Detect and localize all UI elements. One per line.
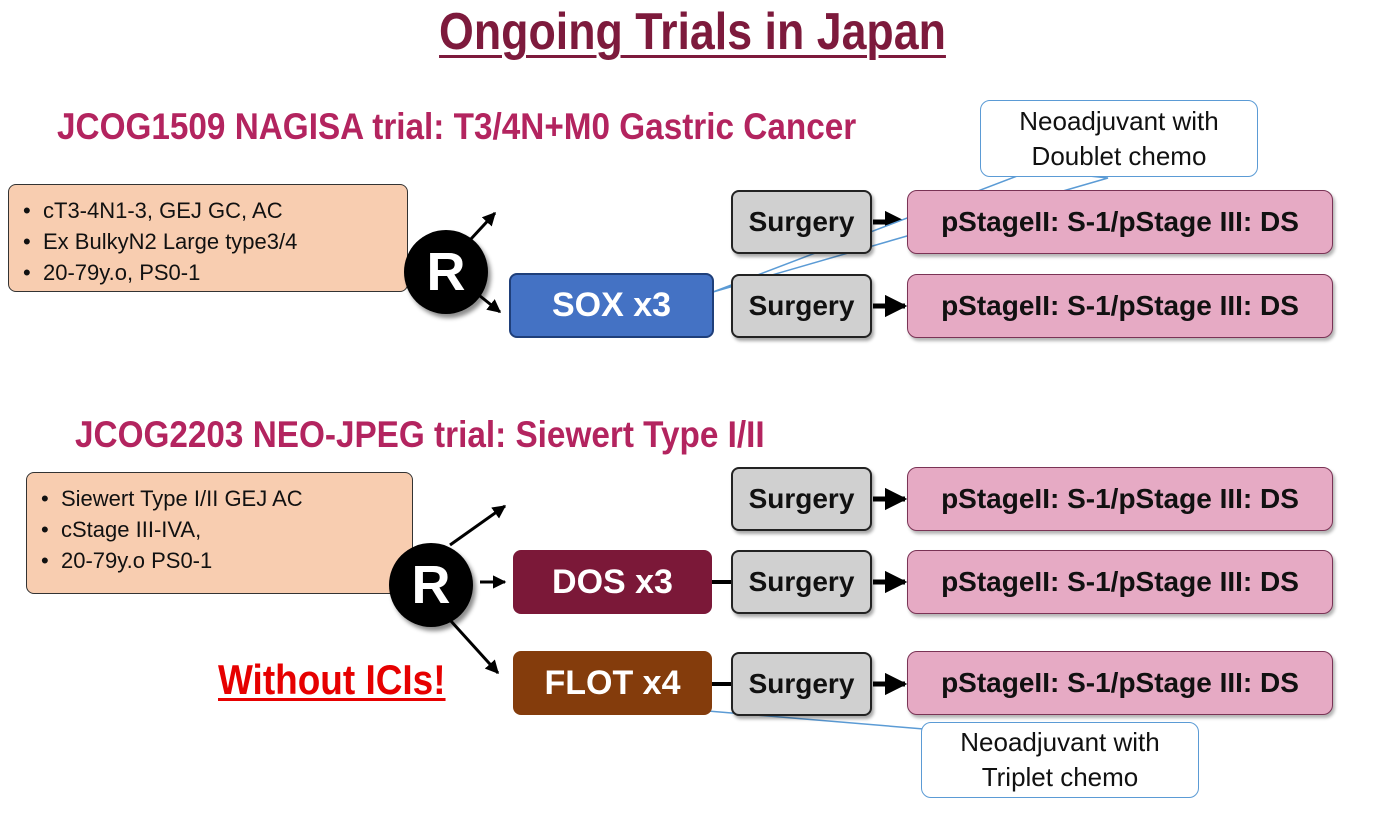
trial2-arm3-adjuvant: pStageII: S-1/pStage III: DS	[907, 651, 1333, 715]
t2-arrow-up	[449, 504, 507, 547]
trial1-criteria-list: cT3-4N1-3, GEJ GC, AC Ex BulkyN2 Large t…	[23, 195, 407, 288]
trial2-criteria-box: Siewert Type I/II GEJ AC cStage III-IVA,…	[26, 472, 413, 594]
criteria-item: cT3-4N1-3, GEJ GC, AC	[23, 195, 407, 226]
page-title: Ongoing Trials in Japan	[439, 3, 946, 61]
trial2-callout: Neoadjuvant with Triplet chemo	[921, 722, 1199, 798]
t1-arrow-up	[468, 211, 497, 242]
callout-line: Neoadjuvant with	[1019, 105, 1219, 136]
trial2-arm1-surgery: Surgery	[731, 467, 872, 531]
callout-line: Neoadjuvant with	[960, 727, 1160, 757]
callout-line: Doublet chemo	[1031, 140, 1207, 171]
trial2-arm2-adjuvant: pStageII: S-1/pStage III: DS	[907, 550, 1333, 614]
criteria-item: 20-79y.o, PS0-1	[23, 257, 407, 288]
trial1-title: JCOG1509 NAGISA trial: T3/4N+M0 Gastric …	[57, 106, 857, 147]
trial2-dos-box: DOS x3	[513, 550, 712, 614]
trial1-arm1-adjuvant: pStageII: S-1/pStage III: DS	[907, 190, 1333, 254]
trial2-criteria-list: Siewert Type I/II GEJ AC cStage III-IVA,…	[41, 483, 412, 576]
trial2-flot-box: FLOT x4	[513, 651, 712, 715]
trial1-arm2-adjuvant: pStageII: S-1/pStage III: DS	[907, 274, 1333, 338]
without-icis-note: Without ICIs!	[218, 656, 446, 703]
criteria-item: Siewert Type I/II GEJ AC	[41, 483, 412, 514]
trial1-arm1-surgery: Surgery	[731, 190, 872, 254]
trial1-arm2-surgery: Surgery	[731, 274, 872, 338]
t2-arrow-down	[448, 618, 500, 675]
trial2-arm1-adjuvant: pStageII: S-1/pStage III: DS	[907, 467, 1333, 531]
trial1-sox-box: SOX x3	[509, 273, 714, 338]
trial2-title: JCOG2203 NEO-JPEG trial: Siewert Type I/…	[75, 414, 765, 455]
trial1-callout: Neoadjuvant with Doublet chemo	[980, 100, 1258, 177]
callout-line: Triplet chemo	[981, 762, 1139, 792]
trial1-criteria-box: cT3-4N1-3, GEJ GC, AC Ex BulkyN2 Large t…	[8, 184, 408, 292]
trial2-randomization-circle: R	[389, 543, 473, 627]
criteria-item: cStage III-IVA,	[41, 514, 412, 545]
criteria-item: Ex BulkyN2 Large type3/4	[23, 226, 407, 257]
trial1-randomization-circle: R	[404, 230, 488, 314]
trial2-arm2-surgery: Surgery	[731, 550, 872, 614]
criteria-item: 20-79y.o PS0-1	[41, 545, 412, 576]
trial2-arm3-surgery: Surgery	[731, 652, 872, 716]
